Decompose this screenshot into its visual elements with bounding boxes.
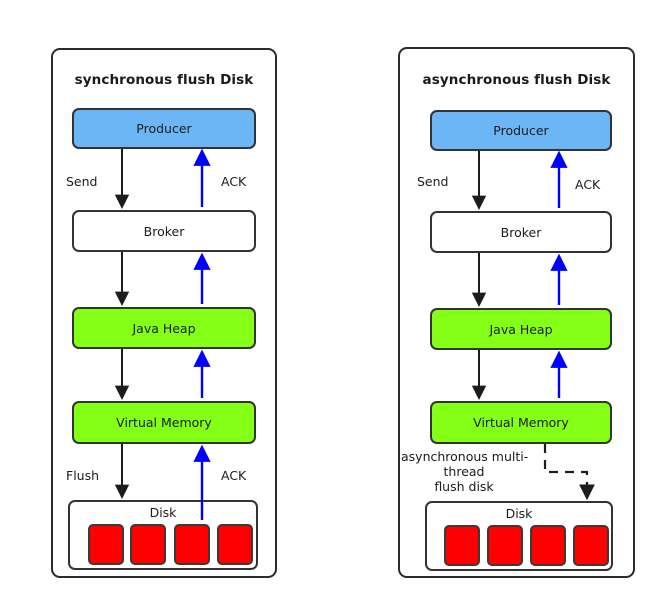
edge-label-send-asynchronous: Send [417, 174, 449, 189]
disk-cell [130, 524, 166, 565]
node-producer-synchronous: Producer [72, 108, 256, 149]
edge-label-flush-synchronous: Flush [66, 468, 100, 483]
node-label: Java Heap [489, 321, 553, 337]
async-flush-note-line3: flush disk [434, 479, 494, 494]
disk-cell [487, 525, 523, 566]
edge-label-ack-top-synchronous: ACK [221, 174, 247, 189]
disk-cell [573, 525, 609, 566]
node-label: Producer [493, 123, 549, 138]
disk-label: Disk [149, 505, 177, 520]
node-disk-synchronous: Disk [68, 500, 258, 570]
node-label: Broker [143, 223, 185, 239]
disk-cell [88, 524, 124, 565]
edge-label-send-synchronous: Send [66, 174, 98, 189]
disk-cell [444, 525, 480, 566]
edge-label-ack-top-asynchronous: ACK [575, 177, 601, 192]
node-producer-asynchronous: Producer [430, 110, 612, 151]
disk-cell [530, 525, 566, 566]
panel-asynchronous-title: asynchronous flush Disk [422, 72, 611, 88]
panel-synchronous-title: synchronous flush Disk [74, 72, 254, 88]
node-broker-asynchronous: Broker [430, 211, 612, 253]
node-disk-asynchronous: Disk [425, 501, 613, 571]
async-flush-note: asynchronous multi- thread flush disk [401, 449, 529, 494]
node-broker-synchronous: Broker [72, 210, 256, 252]
node-label: Virtual Memory [473, 415, 569, 430]
disk-cell [217, 524, 253, 565]
edge-label-ack-bottom-synchronous: ACK [221, 468, 247, 483]
async-flush-note-line2: thread [443, 464, 485, 479]
node-label: Virtual Memory [116, 415, 212, 430]
node-java-heap-asynchronous: Java Heap [430, 308, 612, 350]
disk-cell [174, 524, 210, 565]
node-label: Java Heap [132, 320, 196, 336]
async-flush-note-line1: asynchronous multi- [401, 449, 529, 464]
disk-label: Disk [505, 506, 533, 521]
node-virtual-memory-asynchronous: Virtual Memory [430, 401, 612, 444]
node-virtual-memory-synchronous: Virtual Memory [72, 401, 256, 444]
node-java-heap-synchronous: Java Heap [72, 307, 256, 349]
node-label: Producer [136, 121, 192, 136]
node-label: Broker [500, 224, 542, 240]
